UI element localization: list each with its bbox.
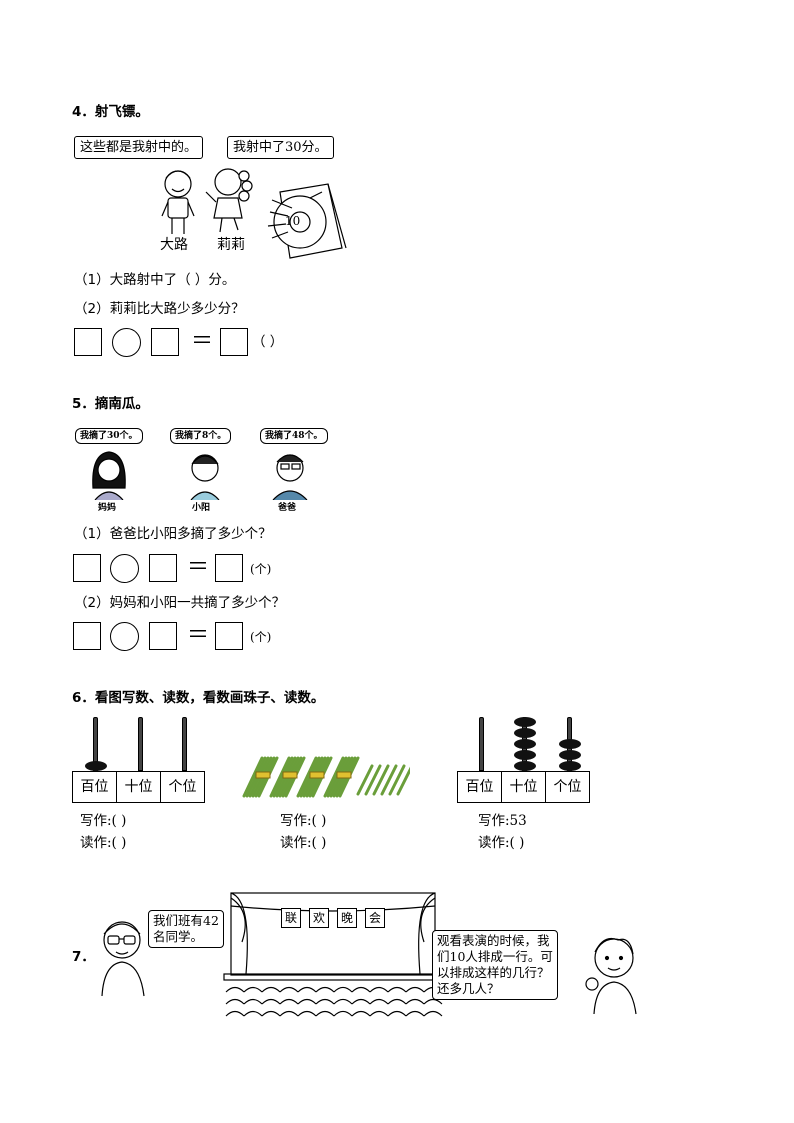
equals-sign: ＝	[191, 329, 214, 354]
unit-label: (个)	[250, 562, 272, 576]
abacus-rod	[138, 717, 143, 771]
operator-circle[interactable]	[110, 554, 139, 583]
lili-figure-icon	[205, 168, 253, 233]
boy-with-glasses-icon	[101, 921, 145, 997]
place-value-table: 百位 十位 个位	[72, 771, 205, 803]
answer-box[interactable]	[151, 328, 179, 356]
counting-sticks-illustration	[242, 756, 410, 798]
answer-box[interactable]	[73, 554, 101, 582]
q6-title: 6．看图写数、读数，看数画珠子、读数。	[72, 690, 325, 706]
q5-sub1: （1）爸爸比小阳多摘了多少个？	[74, 526, 272, 542]
answer-box[interactable]	[149, 554, 177, 582]
bubble-right-line3: 以排成这样的几行？	[437, 965, 550, 980]
read-blank-3[interactable]: 读作:( )	[478, 835, 525, 851]
sign-char: 欢	[309, 908, 329, 928]
place-hundreds: 百位	[458, 772, 502, 802]
stick-bundle-icon	[296, 756, 333, 798]
sign-char: 晚	[337, 908, 357, 928]
equals-sign: ＝	[187, 623, 210, 648]
q5-sub2: （2）妈妈和小阳一共摘了多少个？	[74, 595, 286, 611]
answer-box[interactable]	[74, 328, 102, 356]
abacus-bead	[513, 728, 536, 738]
single-stick-icon	[356, 764, 374, 796]
bubble-right-line4: 还多几人？	[437, 981, 500, 996]
stick-bundle-icon	[242, 756, 279, 798]
stick-bundle-icon	[269, 756, 306, 798]
bubble-dalu: 这些都是我射中的。	[74, 136, 204, 159]
abacus-rod	[479, 717, 484, 771]
bubble-right-line2: 们10人排成一行。可	[437, 949, 553, 964]
dartboard-center-label: 10	[285, 214, 301, 228]
sign-char: 会	[365, 908, 385, 928]
dalu-figure-icon	[161, 170, 195, 234]
answer-box[interactable]	[149, 622, 177, 650]
read-blank-2[interactable]: 读作:( )	[280, 835, 327, 851]
operator-circle[interactable]	[112, 328, 141, 357]
abacus-rod	[182, 717, 187, 771]
unit-label: (个)	[250, 630, 272, 644]
bubble-mama: 我摘了30个。	[75, 428, 143, 444]
unit-blank: （ ）	[252, 334, 284, 350]
abacus-bead	[513, 717, 536, 727]
q5-title: 5．摘南瓜。	[72, 396, 149, 412]
answer-box[interactable]	[220, 328, 248, 356]
abacus-bead	[513, 739, 536, 749]
name-dalu: 大路	[160, 237, 188, 253]
bubble-left-line2: 名同学。	[153, 929, 204, 944]
place-ones: 个位	[168, 779, 197, 795]
read-blank-1[interactable]: 读作:( )	[80, 835, 127, 851]
place-tens: 十位	[117, 772, 161, 802]
place-tens: 十位	[502, 772, 546, 802]
write-blank-2[interactable]: 写作:( )	[280, 813, 327, 829]
q4-title: 4．射飞镖。	[72, 104, 149, 120]
abacus-bead	[558, 761, 581, 771]
baba-portrait-icon	[272, 454, 308, 500]
stick-bundle-icon	[323, 756, 360, 798]
answer-box[interactable]	[215, 554, 243, 582]
stage-sign: 联 欢 晚 会	[281, 908, 385, 928]
bubble-left: 我们班有42 名同学。	[148, 910, 224, 948]
bubble-lili: 我射中了30分。	[227, 136, 334, 159]
single-stick-icon	[380, 764, 398, 796]
dartboard-icon	[267, 183, 347, 259]
abacus-bead	[513, 761, 536, 771]
abacus-bead	[558, 739, 581, 749]
name-xiaoyang: 小阳	[192, 503, 211, 513]
equals-sign: ＝	[187, 555, 210, 580]
single-stick-icon	[364, 764, 382, 796]
mama-portrait-icon	[92, 451, 126, 500]
abacus-bead	[558, 750, 581, 760]
answer-box[interactable]	[215, 622, 243, 650]
single-stick-icon	[396, 766, 410, 796]
single-stick-icon	[372, 764, 390, 796]
place-value-table: 百位 十位 个位	[457, 771, 590, 803]
abacus-bead	[513, 750, 536, 760]
q4-sub2: （2）莉莉比大路少多少分？	[74, 301, 245, 317]
bubble-right-line1: 观看表演的时候，我	[437, 933, 550, 948]
bubble-left-line1: 我们班有42	[153, 913, 219, 928]
q4-sub1: （1）大路射中了（ ）分。	[74, 272, 236, 288]
abacus-bead	[84, 761, 107, 771]
write-53: 写作:53	[478, 813, 527, 829]
answer-box[interactable]	[73, 622, 101, 650]
bubble-xiaoyang: 我摘了8个。	[170, 428, 232, 444]
family-portraits-illustration	[92, 451, 308, 500]
sign-char: 联	[281, 908, 301, 928]
bubble-right: 观看表演的时候，我 们10人排成一行。可 以排成这样的几行？ 还多几人？	[432, 930, 558, 1000]
place-ones: 个位	[553, 779, 582, 795]
dart-scene-illustration	[161, 168, 347, 259]
place-hundreds: 百位	[73, 772, 117, 802]
xiaoyang-portrait-icon	[190, 454, 220, 500]
boy-thinking-icon	[585, 937, 637, 1015]
name-mama: 妈妈	[98, 503, 117, 513]
name-lili: 莉莉	[217, 237, 245, 253]
name-baba: 爸爸	[278, 503, 297, 513]
operator-circle[interactable]	[110, 622, 139, 651]
single-stick-icon	[388, 764, 406, 796]
bubble-baba: 我摘了48个。	[260, 428, 328, 444]
write-blank-1[interactable]: 写作:( )	[80, 813, 127, 829]
q7-number: 7．	[72, 949, 95, 965]
